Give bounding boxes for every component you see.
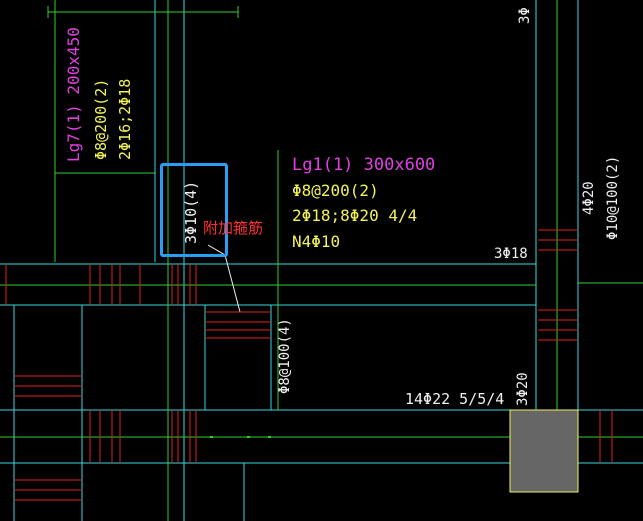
vertical-stirrup-label: Φ8@100(4) (277, 318, 293, 394)
beam-lg1-name: Lg1(1) 300x600 (292, 155, 436, 175)
right-stirrup-label: Φ10@100(2) (605, 155, 621, 240)
beam-lg1-side-bars: N4Φ10 (292, 232, 341, 251)
beam-lg1-longitudinal: 2Φ18;8Φ20 4/4 (292, 206, 418, 225)
beam-lg7-longitudinal: 2Φ16;2Φ18 (116, 78, 134, 160)
additional-stirrup-callout: 附加箍筋 (203, 219, 264, 237)
beam-lg1-stirrup: Φ8@200(2) (292, 181, 379, 200)
rebar-marks (5, 229, 613, 501)
column-block (509, 409, 579, 493)
top-right-label: 3Φ (517, 7, 533, 24)
highlight-box[interactable] (160, 163, 228, 257)
bottom-rebar-label: 3Φ18 (494, 246, 528, 262)
bottom-right-vertical-label: 3Φ20 (515, 372, 531, 406)
additional-stirrup-label: 3Φ10(4) (182, 180, 200, 244)
bottom-beam-label: 14Φ22 5/5/4 (405, 390, 505, 408)
beam-lg7-stirrup: Φ8@200(2) (92, 78, 110, 160)
axis-dots (210, 436, 271, 438)
beam-lg7-name: Lg7(1) 200x450 (64, 27, 83, 162)
right-rebar-label: 4Φ20 (581, 181, 597, 215)
